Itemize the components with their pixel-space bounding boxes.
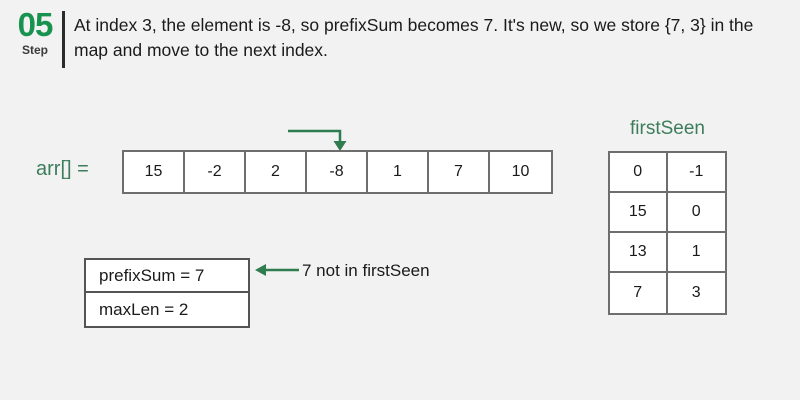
header-divider xyxy=(62,11,65,68)
note-arrow xyxy=(254,262,300,278)
step-badge: 05 Step xyxy=(12,8,58,56)
note-text: 7 not in firstSeen xyxy=(302,261,430,280)
map-key: 15 xyxy=(610,193,668,231)
map-title: firstSeen xyxy=(630,118,705,139)
array-cell[interactable]: 2 xyxy=(246,152,307,192)
map-value: 1 xyxy=(691,243,701,260)
map-key: 13 xyxy=(610,233,668,271)
step-description: At index 3, the element is -8, so prefix… xyxy=(74,15,754,60)
map-value: 3 xyxy=(691,284,701,301)
array-cell[interactable]: -8 xyxy=(307,152,368,192)
table-row: 15 0 xyxy=(610,193,725,233)
array-label: arr[] = xyxy=(36,158,89,180)
array-cell[interactable]: 15 xyxy=(124,152,185,192)
table-row: 0 -1 xyxy=(610,153,725,193)
map-key: 7 xyxy=(610,273,668,313)
prefix-sum-value: prefixSum = 7 xyxy=(86,260,248,293)
step-number: 05 xyxy=(17,6,54,43)
map-value: -1 xyxy=(689,163,704,180)
array-cell[interactable]: 10 xyxy=(490,152,551,192)
array-cells: 15 -2 2 -8 1 7 10 xyxy=(122,150,553,194)
array-cell[interactable]: -2 xyxy=(185,152,246,192)
table-row: 7 3 xyxy=(610,273,725,313)
step-label: Step xyxy=(21,43,48,57)
index-pointer-arrow xyxy=(285,118,355,154)
first-seen-table: 0 -1 15 0 13 1 7 3 xyxy=(608,151,727,315)
max-len-value: maxLen = 2 xyxy=(99,299,189,319)
state-box: prefixSum = 7 maxLen = 2 xyxy=(84,258,250,328)
map-value: 0 xyxy=(691,203,701,220)
map-key: 0 xyxy=(610,153,668,191)
table-row: 13 1 xyxy=(610,233,725,273)
array-cell[interactable]: 1 xyxy=(368,152,429,192)
array-cell[interactable]: 7 xyxy=(429,152,490,192)
